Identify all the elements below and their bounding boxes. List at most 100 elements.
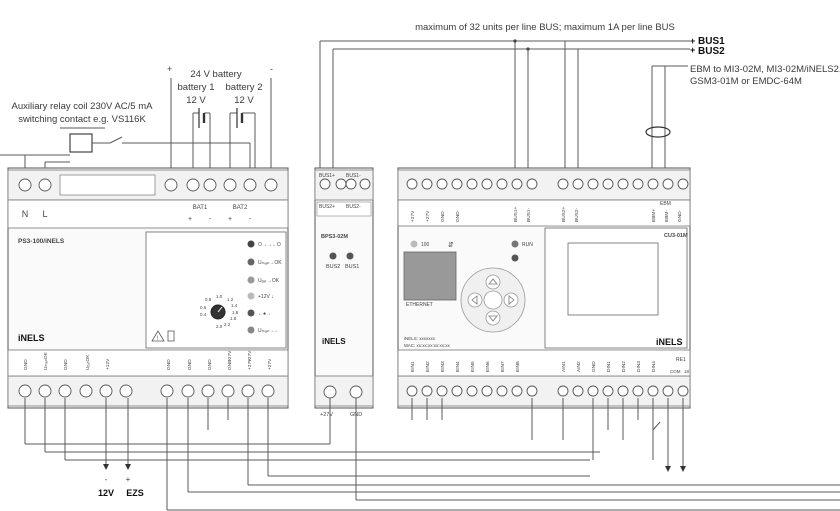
battery-symbols [170, 78, 272, 170]
svg-text:BUS2-: BUS2- [574, 207, 580, 222]
svg-text:+27V: +27V [227, 350, 233, 362]
svg-text:GND: GND [166, 359, 172, 370]
svg-text:GND: GND [440, 211, 446, 222]
svg-text:GND: GND [455, 211, 461, 222]
svg-text:+27V: +27V [247, 358, 253, 370]
nav-right-button[interactable] [503, 292, 519, 308]
cu3-nav-pad[interactable] [460, 267, 526, 333]
bus-lines [319, 39, 690, 170]
cu3-re1-label: RE1 [676, 357, 686, 363]
svg-text:+27V: +27V [410, 210, 416, 222]
cu3-top-terminals [406, 178, 689, 190]
ps3-bat2-label: BAT2 [233, 205, 248, 211]
svg-text:⇵: ⇵ [448, 241, 454, 249]
svg-text:+27V: +27V [247, 350, 253, 362]
ps3-bat1-label: BAT1 [193, 205, 208, 211]
svg-text:DIN1: DIN1 [606, 361, 612, 372]
svg-text:BUS2+: BUS2+ [561, 206, 567, 222]
bps3-module [314, 167, 374, 409]
knob-scale-9: 0.6 [200, 305, 207, 310]
cu3-mac-line: MAC: xx:xx:xx:xx:xx:xx [404, 343, 451, 348]
relay-symbol [0, 127, 251, 170]
knob-scale-5: 1.6 [232, 310, 239, 315]
ps3-bat2-plus: + [228, 216, 232, 223]
out-plus-sign: + [126, 475, 131, 484]
svg-text:GND: GND [227, 359, 233, 370]
svg-text:GND: GND [591, 361, 597, 372]
output-ezs-label: EZS [126, 488, 144, 498]
cu3-inels-line: iNELS: xxxxxxx [404, 336, 436, 341]
svg-text:EIN8: EIN8 [515, 361, 521, 372]
ps3-led-label-6: Uₘₐᵢₙ→← [258, 328, 279, 334]
svg-text:GND: GND [187, 359, 193, 370]
nav-left-button[interactable] [467, 292, 483, 308]
svg-text:GND: GND [23, 359, 29, 370]
ps3-top-terminals [18, 178, 278, 192]
fuse-icon [167, 330, 175, 342]
bus2-label: BUS2 [698, 46, 725, 57]
bps3-top-3: BUS2+ [319, 204, 335, 210]
battery-minus: - [270, 64, 273, 74]
svg-text:EIN3: EIN3 [440, 361, 446, 372]
svg-text:+27V: +27V [267, 358, 273, 370]
cu3-led-100: 100 [421, 242, 430, 248]
bus1-label: BUS1 [698, 36, 725, 47]
ps3-bat1-minus: - [209, 216, 212, 223]
bps3-led-bus2: BUS2 [326, 264, 340, 270]
ps3-led-label-3: Uᵦₐₜ→OK [258, 278, 280, 284]
bus1-plus: + [690, 36, 695, 46]
bps3-model-label: BPS3-02M [321, 234, 348, 240]
svg-text:!: ! [157, 336, 159, 342]
bps3-top-2: BUS1- [346, 173, 361, 179]
relay-note-line1: Auxiliary relay coil 230V AC/5 mA [12, 101, 154, 112]
svg-text:EIN4: EIN4 [455, 361, 461, 372]
svg-text:GND: GND [207, 359, 213, 370]
warning-icon: ! [151, 330, 165, 342]
ps3-l-label: L [42, 209, 47, 219]
ps3-brand-logo: iNELS [18, 333, 45, 343]
svg-text:+12V: +12V [105, 358, 111, 370]
ps3-n-label: N [22, 209, 29, 219]
knob-scale-2: 1.0 [216, 294, 223, 299]
ps3-bat1-plus: + [188, 216, 192, 223]
cu3-model-label: CU3-01M [664, 233, 688, 239]
nav-up-button[interactable] [485, 274, 501, 290]
knob-scale-1: 0.8 [205, 297, 212, 302]
svg-text:GND: GND [677, 211, 683, 222]
svg-text:AIN2: AIN2 [576, 361, 582, 372]
svg-text:BUS1-: BUS1- [526, 207, 532, 222]
bps3-brand-logo: iNELS [322, 337, 346, 346]
battery1-label: battery 1 [178, 82, 215, 93]
cu3-re1-com: COM [670, 369, 681, 374]
battery1-voltage: 12 V [186, 95, 206, 106]
svg-text:EBM+: EBM+ [651, 209, 657, 222]
svg-text:EIN5: EIN5 [470, 361, 476, 372]
ps3-led-label-1: O→→←O [258, 242, 281, 248]
cu3-screen-text: ETHERNET [406, 302, 433, 308]
ps3-led-label-5: ←●→ [258, 311, 271, 317]
battery-plus: + [167, 64, 172, 74]
cu3-top-labels: +27V +27V GND GND BUS1+ BUS1- BUS2+ BUS2… [410, 206, 683, 222]
bus2-plus: + [690, 45, 695, 55]
ps3-module [7, 167, 289, 409]
bps3-bottom-1: +27V [320, 412, 333, 418]
ps3-current-knob[interactable] [210, 304, 226, 320]
svg-text:GND: GND [63, 359, 69, 370]
nav-down-button[interactable] [485, 310, 501, 326]
knob-scale-4: 1.4 [231, 303, 238, 308]
knob-scale-8: 2.2 [224, 322, 231, 327]
bps3-top-4: BUS2- [346, 204, 361, 210]
svg-text:EIN7: EIN7 [500, 361, 506, 372]
ps3-status-leds [247, 240, 255, 334]
ps3-bottom-labels: GND UₘₐᵢₙOK GND UᵦₐₜOK +12V GND GND GND … [23, 350, 273, 370]
cu3-bottom-terminals [406, 385, 689, 397]
ps3-led-label-2: Uₘₐᵢₙ→OK [258, 260, 282, 266]
out-minus-sign: - [105, 475, 108, 484]
ps3-bottom-terminals [18, 384, 275, 398]
svg-text:EIN2: EIN2 [425, 361, 431, 372]
bps3-top-1: BUS1+ [319, 173, 335, 179]
knob-scale-10: 0.4 [200, 312, 207, 317]
bps3-led-bus1: BUS1 [345, 264, 359, 270]
ethernet-icon: ⇵ [448, 241, 454, 249]
